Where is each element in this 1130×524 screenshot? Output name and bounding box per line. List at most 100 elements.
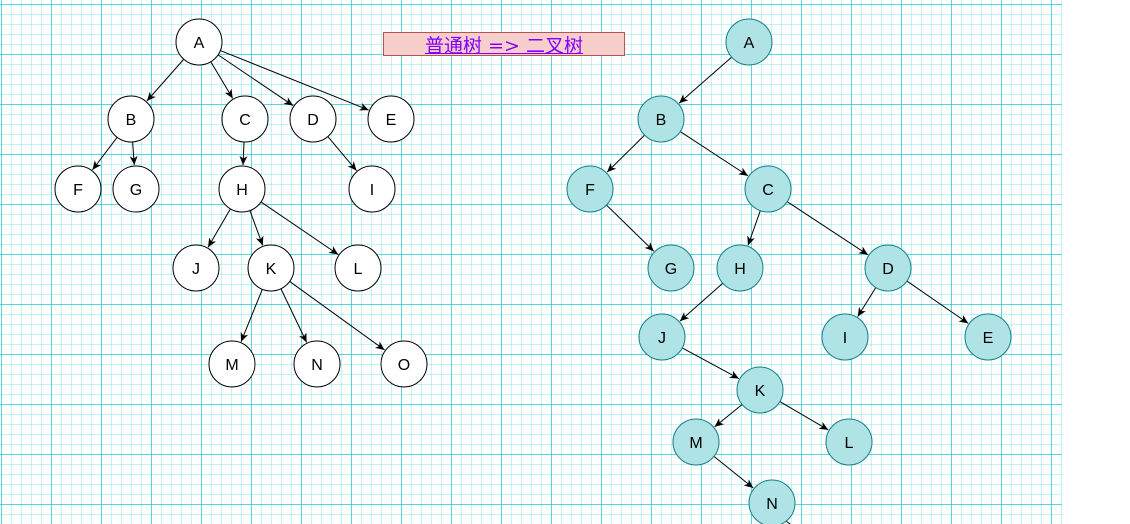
binary-node-e[interactable]: E — [964, 313, 1012, 361]
general-edge-h-k — [249, 210, 264, 246]
binary-node-circle — [716, 244, 764, 292]
general-node-label: G — [130, 182, 142, 199]
binary-edge-n-offscreen — [785, 520, 791, 524]
binary-node-circle — [825, 418, 873, 466]
general-node-circle — [247, 244, 295, 292]
general-edge-b-g — [129, 141, 138, 166]
general-node-circle — [293, 340, 341, 388]
binary-edge-j-k — [681, 347, 740, 380]
general-edge-b-f — [92, 137, 118, 171]
general-node-h[interactable]: H — [218, 165, 266, 213]
binary-node-circle — [672, 418, 720, 466]
general-node-label: L — [354, 261, 363, 278]
general-node-circle — [54, 165, 102, 213]
general-node-n[interactable]: N — [293, 340, 341, 388]
binary-node-n[interactable]: N — [748, 479, 796, 524]
binary-edge-k-m — [714, 404, 743, 428]
binary-edge-k-l — [779, 401, 829, 431]
binary-node-f[interactable]: F — [566, 165, 614, 213]
binary-node-a[interactable]: A — [725, 18, 773, 66]
binary-edge-b-f — [606, 134, 645, 173]
general-node-circle — [289, 95, 337, 143]
binary-node-i[interactable]: I — [821, 313, 869, 361]
binary-node-h[interactable]: H — [716, 244, 764, 292]
binary-node-circle — [748, 479, 796, 524]
general-node-a[interactable]: A — [175, 18, 223, 66]
binary-node-label: K — [755, 383, 766, 400]
binary-node-m[interactable]: M — [672, 418, 720, 466]
general-node-circle — [208, 340, 256, 388]
binary-edge-d-i — [857, 287, 877, 317]
general-edge-h-j — [207, 208, 231, 248]
binary-node-label: G — [665, 261, 677, 278]
general-node-circle — [334, 244, 382, 292]
binary-node-label: H — [734, 261, 746, 278]
binary-node-j[interactable]: J — [638, 313, 686, 361]
general-node-circle — [367, 95, 415, 143]
general-edge-a-d — [217, 54, 294, 106]
binary-node-c[interactable]: C — [744, 165, 792, 213]
general-node-label: J — [192, 261, 200, 278]
general-node-label: C — [239, 112, 251, 129]
general-node-label: N — [311, 357, 323, 374]
general-edge-a-e — [220, 50, 369, 111]
general-node-m[interactable]: M — [208, 340, 256, 388]
general-edge-d-i — [327, 136, 357, 171]
general-node-l[interactable]: L — [334, 244, 382, 292]
binary-node-circle — [744, 165, 792, 213]
binary-node-circle — [864, 244, 912, 292]
general-node-b[interactable]: B — [107, 95, 155, 143]
general-node-g[interactable]: G — [112, 165, 160, 213]
general-node-label: E — [386, 112, 397, 129]
binary-node-b[interactable]: B — [637, 95, 685, 143]
binary-node-circle — [637, 95, 685, 143]
binary-tree: A B F C G H D J I E K M LN — [566, 18, 1012, 524]
general-node-d[interactable]: D — [289, 95, 337, 143]
binary-node-label: A — [744, 35, 755, 52]
binary-node-label: E — [983, 330, 994, 347]
general-node-circle — [175, 18, 223, 66]
binary-node-label: I — [843, 330, 847, 347]
binary-node-k[interactable]: K — [736, 366, 784, 414]
general-node-label: H — [236, 182, 248, 199]
general-node-circle — [221, 95, 269, 143]
binary-node-circle — [566, 165, 614, 213]
general-node-o[interactable]: O — [380, 340, 428, 388]
binary-node-label: C — [762, 182, 774, 199]
general-node-label: O — [398, 357, 410, 374]
general-node-k[interactable]: K — [247, 244, 295, 292]
general-node-c[interactable]: C — [221, 95, 269, 143]
binary-edge-b-c — [679, 131, 749, 177]
general-node-j[interactable]: J — [172, 244, 220, 292]
general-node-label: M — [225, 357, 238, 374]
binary-node-d[interactable]: D — [864, 244, 912, 292]
binary-node-label: D — [882, 261, 894, 278]
general-edge-a-c — [210, 61, 234, 99]
binary-node-label: F — [585, 182, 595, 199]
binary-node-circle — [964, 313, 1012, 361]
binary-edge-m-n — [713, 456, 754, 489]
general-edge-c-h — [239, 141, 248, 166]
general-node-circle — [112, 165, 160, 213]
general-node-circle — [218, 165, 266, 213]
binary-edge-a-b — [678, 56, 733, 104]
binary-edge-f-g — [606, 204, 655, 252]
general-edge-a-b — [146, 58, 185, 102]
general-node-label: I — [370, 182, 374, 199]
general-node-label: A — [194, 35, 205, 52]
general-node-circle — [107, 95, 155, 143]
general-edge-k-o — [289, 281, 385, 351]
binary-node-g[interactable]: G — [647, 244, 695, 292]
general-node-f[interactable]: F — [54, 165, 102, 213]
general-node-label: D — [307, 112, 319, 129]
general-node-i[interactable]: I — [348, 165, 396, 213]
binary-edge-c-h — [747, 210, 761, 246]
binary-node-circle — [725, 18, 773, 66]
general-node-label: B — [126, 112, 137, 129]
binary-node-l[interactable]: L — [825, 418, 873, 466]
binary-node-label: M — [689, 435, 702, 452]
binary-edge-c-d — [786, 201, 869, 256]
general-node-e[interactable]: E — [367, 95, 415, 143]
